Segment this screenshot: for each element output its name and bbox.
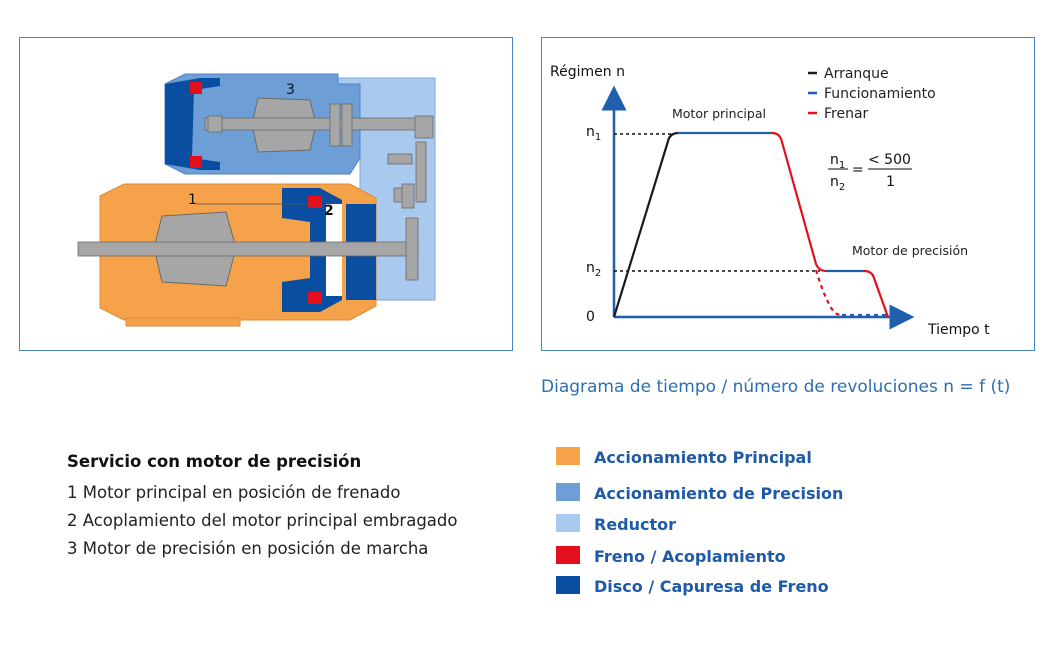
machine-diagram: 1 2 3 — [77, 73, 436, 327]
x-axis-label: Tiempo t — [927, 322, 990, 338]
precision-brake-pad-top — [190, 82, 202, 94]
service-item-2: 2 Acoplamiento del motor principal embra… — [67, 511, 458, 530]
y-axis-label: Régimen n — [550, 64, 625, 80]
legend-swatch-light-blue — [556, 514, 580, 532]
legend-label-arranque: Arranque — [824, 66, 889, 82]
main-shaft-tip — [320, 242, 336, 256]
precision-shaft — [204, 117, 421, 131]
service-item-1: 1 Motor principal en posición de frenado — [67, 483, 401, 502]
service-title: Servicio con motor de precisión — [67, 452, 362, 471]
tick-label-n2: n2 — [586, 260, 601, 279]
legend-label-disco-capuresa: Disco / Capuresa de Freno — [594, 577, 829, 596]
service-item-3: 3 Motor de precisión en posición de marc… — [67, 539, 429, 558]
legend-swatch-mid-blue — [556, 483, 580, 501]
precision-shaft-cap — [207, 115, 223, 133]
legend-label-frenar: Frenar — [824, 106, 869, 122]
machine-label-2: 2 — [324, 203, 334, 219]
reducer-output-gear — [405, 217, 419, 281]
series-arranque — [612, 131, 679, 318]
precision-coupling-b — [341, 103, 353, 147]
legend-swatch-red — [556, 546, 580, 564]
precision-brake-pad-bottom — [190, 156, 202, 168]
series-frenar-main — [771, 131, 827, 273]
legend-label-accionamiento-principal: Accionamiento Principal — [594, 448, 812, 467]
series-frenar-precision — [863, 269, 890, 318]
ratio-rhs-numerator: < 500 — [868, 152, 911, 168]
speed-ratio-formula: n1 n2 = < 500 1 — [828, 152, 912, 193]
diagram-caption: Diagrama de tiempo / número de revolucio… — [541, 377, 1011, 397]
reducer-gear-1 — [387, 153, 413, 165]
legend-swatch-dark-blue — [556, 576, 580, 594]
series-frenar-main-dashed — [814, 269, 843, 317]
legend-swatch-orange — [556, 447, 580, 465]
tick-label-zero: 0 — [586, 309, 595, 325]
legend-label-funcionamiento: Funcionamiento — [824, 86, 936, 102]
main-brake-pad-top — [308, 196, 322, 208]
main-drive-foot — [125, 317, 241, 327]
precision-brake-disc — [165, 78, 220, 170]
speed-time-chart-panel: Régimen n Tiempo t n1 n2 0 Motor princip… — [541, 37, 1035, 351]
precision-coupling-a — [329, 103, 341, 147]
legend-label-freno-acoplamiento: Freno / Acoplamiento — [594, 547, 786, 566]
legend-label-reductor: Reductor — [594, 515, 677, 534]
tick-label-n1: n1 — [586, 124, 601, 143]
main-shaft — [77, 241, 419, 257]
reducer-gear-4 — [401, 183, 415, 209]
reducer-gear-2 — [415, 141, 427, 203]
speed-time-chart: Régimen n Tiempo t n1 n2 0 Motor princip… — [550, 64, 990, 338]
annotation-main-motor: Motor principal — [672, 106, 766, 121]
service-description: Servicio con motor de precisión 1 Motor … — [67, 452, 457, 563]
chart-legend: Arranque Funcionamiento Frenar — [808, 66, 936, 122]
legend-label-accionamiento-precision: Accionamiento de Precision — [594, 484, 844, 503]
machine-diagram-panel: 1 2 3 — [19, 37, 513, 351]
ratio-rhs-denominator: 1 — [886, 174, 895, 190]
main-brake-pad-bottom — [308, 292, 322, 304]
ratio-equals: = — [852, 162, 864, 178]
ratio-denominator: n2 — [830, 174, 845, 193]
reducer-end-block — [414, 115, 434, 139]
annotation-precision-motor: Motor de precisión — [852, 243, 968, 258]
machine-label-1: 1 — [188, 192, 197, 208]
machine-label-3: 3 — [286, 82, 295, 98]
ratio-numerator: n1 — [830, 152, 845, 171]
